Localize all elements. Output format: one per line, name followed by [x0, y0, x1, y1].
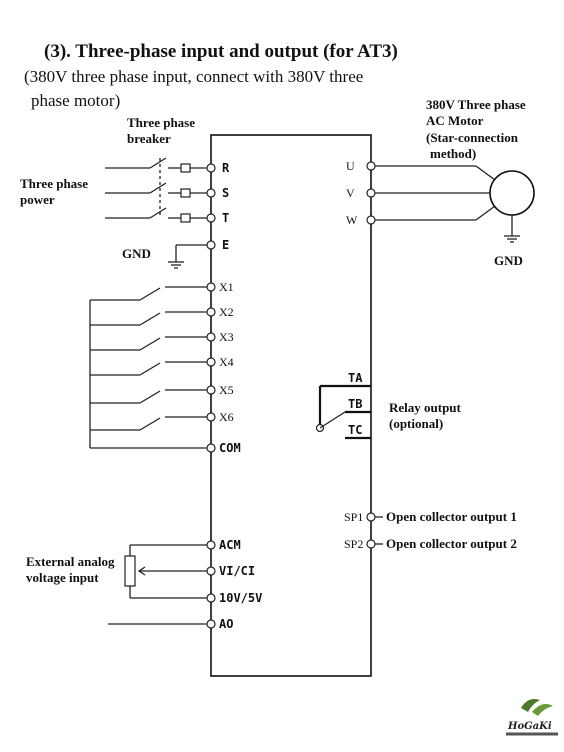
svg-text:COM: COM: [219, 441, 241, 455]
inverter-box: [210, 134, 372, 677]
terminal-ACM: ACM: [206, 538, 241, 552]
svg-text:S: S: [222, 186, 229, 200]
svg-text:X4: X4: [219, 355, 234, 369]
svg-text:VI/CI: VI/CI: [219, 564, 255, 578]
svg-text:U: U: [346, 159, 355, 173]
breaker-label-1: Three phase: [127, 115, 195, 130]
terminal-AO: AO: [206, 617, 233, 631]
svg-text:SP2: SP2: [344, 537, 363, 551]
motor-label-3: (Star-connection: [426, 130, 519, 145]
logo-text: HoGaKi: [507, 721, 552, 732]
svg-text:TB: TB: [348, 397, 362, 411]
svg-text:X2: X2: [219, 305, 234, 319]
relay-label-2: (optional): [389, 416, 443, 431]
svg-text:W: W: [346, 213, 358, 227]
oc1-label: Open collector output 1: [386, 509, 517, 524]
terminal-R: R: [206, 161, 230, 175]
terminal-VICI: VI/CI: [206, 564, 255, 578]
motor-icon: [489, 170, 535, 216]
potentiometer-icon: [124, 544, 207, 599]
terminal-COM: COM: [206, 441, 241, 455]
three-phase-input: [105, 157, 207, 223]
terminal-T: T: [206, 211, 229, 225]
subtitle-line-1: (380V three phase input, connect with 38…: [24, 67, 363, 86]
terminal-W: W: [346, 213, 376, 227]
ground-right-icon: [504, 215, 520, 243]
terminal-X2: X2: [206, 305, 234, 319]
terminal-TA: TA: [348, 371, 363, 385]
relay-label-1: Relay output: [389, 400, 462, 415]
terminal-S: S: [206, 186, 229, 200]
motor-wiring: [375, 165, 496, 221]
relay-contacts: [315, 384, 371, 440]
svg-text:X3: X3: [219, 330, 234, 344]
terminal-X3: X3: [206, 330, 234, 344]
page-title: (3). Three-phase input and output (for A…: [44, 41, 398, 62]
svg-text:TC: TC: [348, 423, 362, 437]
ground-left-icon: [168, 244, 207, 269]
motor-label-2: AC Motor: [426, 113, 484, 128]
gnd-right-label: GND: [494, 253, 523, 268]
digital-input-switches: [89, 286, 207, 449]
terminal-SP1: SP1: [344, 510, 383, 524]
svg-text:10V/5V: 10V/5V: [219, 591, 262, 605]
analog-label-2: voltage input: [26, 570, 99, 585]
breaker-label-2: breaker: [127, 131, 171, 146]
terminal-X4: X4: [206, 355, 234, 369]
svg-text:ACM: ACM: [219, 538, 241, 552]
motor-label-1: 380V Three phase: [426, 97, 526, 112]
analog-label-1: External analog: [26, 554, 115, 569]
terminal-X6: X6: [206, 410, 234, 424]
terminal-10V5V: 10V/5V: [206, 591, 262, 605]
svg-text:X1: X1: [219, 280, 234, 294]
svg-text:V: V: [346, 186, 355, 200]
svg-text:X6: X6: [219, 410, 234, 424]
power-label-2: power: [20, 192, 55, 207]
svg-text:X5: X5: [219, 383, 234, 397]
brand-logo: HoGaKi: [506, 699, 558, 736]
svg-text:AO: AO: [219, 617, 233, 631]
terminal-X5: X5: [206, 383, 234, 397]
svg-text:R: R: [222, 161, 230, 175]
terminal-SP2: SP2: [344, 537, 383, 551]
terminal-TC: TC: [348, 423, 362, 437]
gnd-left-label: GND: [122, 246, 151, 261]
power-label-1: Three phase: [20, 176, 88, 191]
svg-text:TA: TA: [348, 371, 363, 385]
svg-text:E: E: [222, 238, 229, 252]
terminal-X1: X1: [206, 280, 234, 294]
terminal-TB: TB: [348, 397, 362, 411]
svg-text:SP1: SP1: [344, 510, 363, 524]
oc2-label: Open collector output 2: [386, 536, 517, 551]
terminal-E: E: [206, 238, 229, 252]
svg-text:T: T: [222, 211, 229, 225]
subtitle-line-2: phase motor): [31, 91, 120, 110]
motor-label-4: method): [430, 146, 476, 161]
